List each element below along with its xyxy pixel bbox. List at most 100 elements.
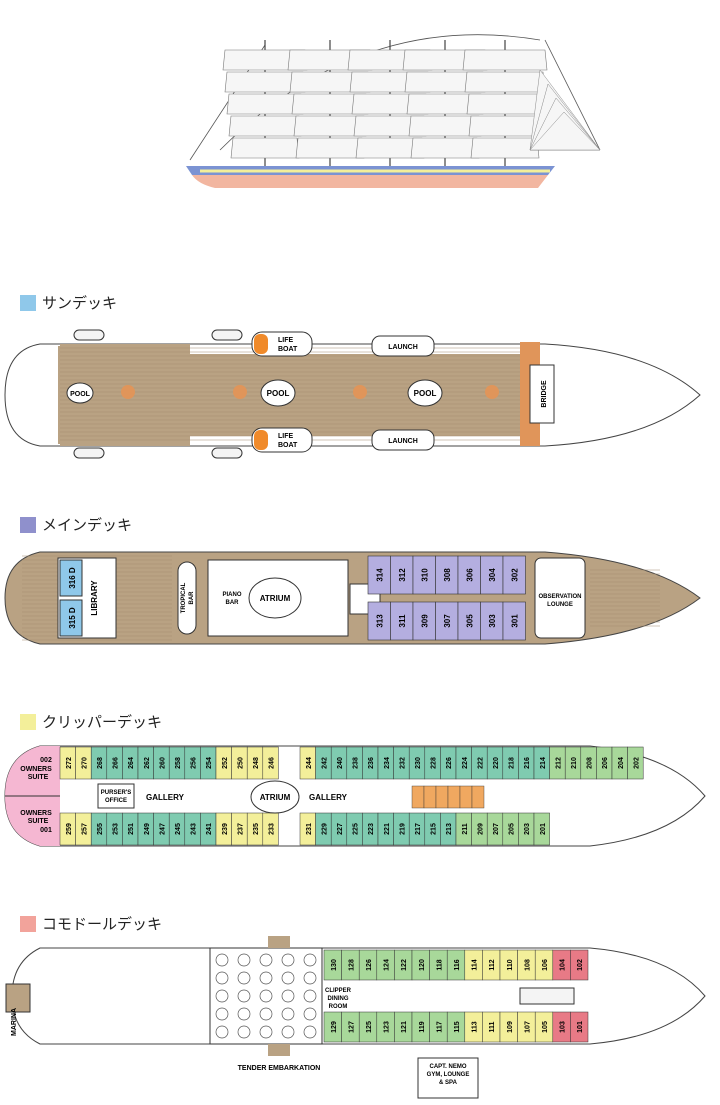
- cabin-223-label: 223: [368, 823, 375, 835]
- corridor-spa: [519, 987, 575, 1005]
- cabin-115-label: 115: [454, 1021, 461, 1032]
- sail-5-4: [468, 115, 542, 137]
- sail-5-3: [466, 93, 544, 115]
- cabin-inner-230: [423, 785, 437, 809]
- dining-table: [237, 971, 251, 985]
- cabin-312-label: 312: [398, 568, 407, 582]
- tropical-label-1: TROPICAL: [181, 582, 187, 613]
- bridge-box: [529, 364, 555, 424]
- sun-deck-label: サンデッキ: [42, 294, 118, 312]
- cabin-220-label: 220: [493, 757, 500, 769]
- owners-top-1: OWNERS: [20, 766, 52, 773]
- sail-1-4: [228, 115, 302, 137]
- ship-sails: [222, 49, 601, 159]
- pursers-office: [97, 783, 135, 809]
- cabin-266-label: 266: [113, 757, 120, 769]
- cabin-213-label: 213: [446, 823, 453, 835]
- dining-table: [259, 1025, 273, 1039]
- cabin-226-label: 226: [446, 757, 453, 769]
- cabin-254-label: 254: [206, 757, 213, 769]
- launch-bottom: LAUNCH: [371, 429, 435, 451]
- cabin-315: [59, 599, 83, 637]
- cabin-129-label: 129: [331, 1021, 338, 1033]
- cabin-255-label: 255: [97, 823, 104, 835]
- cabin-102-label: 102: [577, 959, 584, 971]
- pool-mid: [260, 379, 296, 407]
- cabin-244-label: 244: [306, 757, 313, 769]
- cabin-316-label: 316 D: [68, 567, 77, 589]
- cabin-101: [570, 1011, 589, 1043]
- dining-table: [303, 989, 317, 1003]
- cabin-301-label: 301: [510, 614, 519, 628]
- cabin-250-label: 250: [237, 757, 244, 769]
- ship-hull-lower: [192, 175, 548, 188]
- cabin-127-label: 127: [348, 1021, 355, 1033]
- dining-table: [303, 1007, 317, 1021]
- pursers-label-1: PURSER'S: [101, 790, 131, 796]
- cabin-237-label: 237: [237, 823, 244, 835]
- tender-label: TENDER EMBARKATION: [238, 1065, 321, 1072]
- cabin-224-label: 224: [462, 757, 469, 769]
- lifeboat-top-label-1: LIFE: [278, 337, 293, 344]
- dining-table: [237, 989, 251, 1003]
- observation-lounge: [534, 557, 586, 639]
- cabin-272-label: 272: [66, 757, 73, 769]
- commodore-deck-plan: MARINA CLIPPER DINING ROOM TENDER EMBARK…: [5, 936, 706, 1099]
- cabin-233-label: 233: [269, 823, 276, 835]
- dining-table: [259, 989, 273, 1003]
- piano-label-1: PIANO: [222, 592, 241, 598]
- dining-table: [215, 1025, 229, 1039]
- observation-label-2: LOUNGE: [547, 602, 573, 608]
- cabin-264-label: 264: [128, 757, 135, 769]
- cabin-228-label: 228: [431, 757, 438, 769]
- tender-gangway-top: [268, 936, 290, 948]
- cabin-307-label: 307: [443, 614, 452, 628]
- cabin-311-label: 311: [398, 614, 407, 627]
- cabin-113-label: 113: [472, 1021, 479, 1032]
- cabin-201: [533, 812, 550, 846]
- cabin-116-label: 116: [454, 959, 461, 970]
- cabin-inner-226: [447, 785, 461, 809]
- sail-5-1: [462, 49, 548, 71]
- gym-label-3: & SPA: [439, 1080, 458, 1086]
- cabin-253-label: 253: [113, 823, 120, 835]
- cabin-123-label: 123: [384, 1021, 391, 1033]
- cabin-208-label: 208: [587, 757, 594, 769]
- dining-table: [237, 1025, 251, 1039]
- cabin-216-label: 216: [524, 757, 531, 769]
- cabin-249-label: 249: [144, 823, 151, 835]
- cabin-109-label: 109: [507, 1021, 514, 1033]
- cabin-130-label: 130: [331, 959, 338, 971]
- cabin-240-label: 240: [337, 757, 344, 769]
- cabin-315-label: 315 D: [68, 607, 77, 629]
- cabin-104-label: 104: [560, 959, 567, 971]
- sail-4-5: [410, 137, 480, 159]
- cabin-119-label: 119: [419, 1021, 426, 1032]
- cabin-114-label: 114: [472, 959, 479, 970]
- pool-fore-label: POOL: [414, 389, 437, 398]
- cabin-204-label: 204: [618, 757, 625, 769]
- cabin-270-label: 270: [81, 757, 88, 769]
- cabin-219-label: 219: [399, 823, 406, 835]
- cabin-103-label: 103: [560, 1021, 567, 1033]
- cabin-215-label: 215: [431, 823, 438, 835]
- main-deck-title: メインデッキ: [20, 514, 132, 535]
- sail-5-5: [470, 137, 540, 159]
- cabin-316: [59, 559, 83, 597]
- pool-mid-label: POOL: [267, 389, 290, 398]
- marina-platform: [5, 983, 31, 1013]
- dining-table: [303, 1025, 317, 1039]
- clipper-deck-title: クリッパーデッキ: [20, 711, 162, 732]
- commodore-deck-label: コモドールデッキ: [42, 915, 163, 933]
- atrium-label: ATRIUM: [260, 594, 291, 603]
- dining-table: [259, 1007, 273, 1021]
- cabin-268-label: 268: [97, 757, 104, 769]
- tender-gangway-bottom: [268, 1044, 290, 1056]
- small-boats: [73, 329, 243, 459]
- cabin-259-label: 259: [66, 823, 73, 835]
- cabin-314-label: 314: [375, 568, 384, 582]
